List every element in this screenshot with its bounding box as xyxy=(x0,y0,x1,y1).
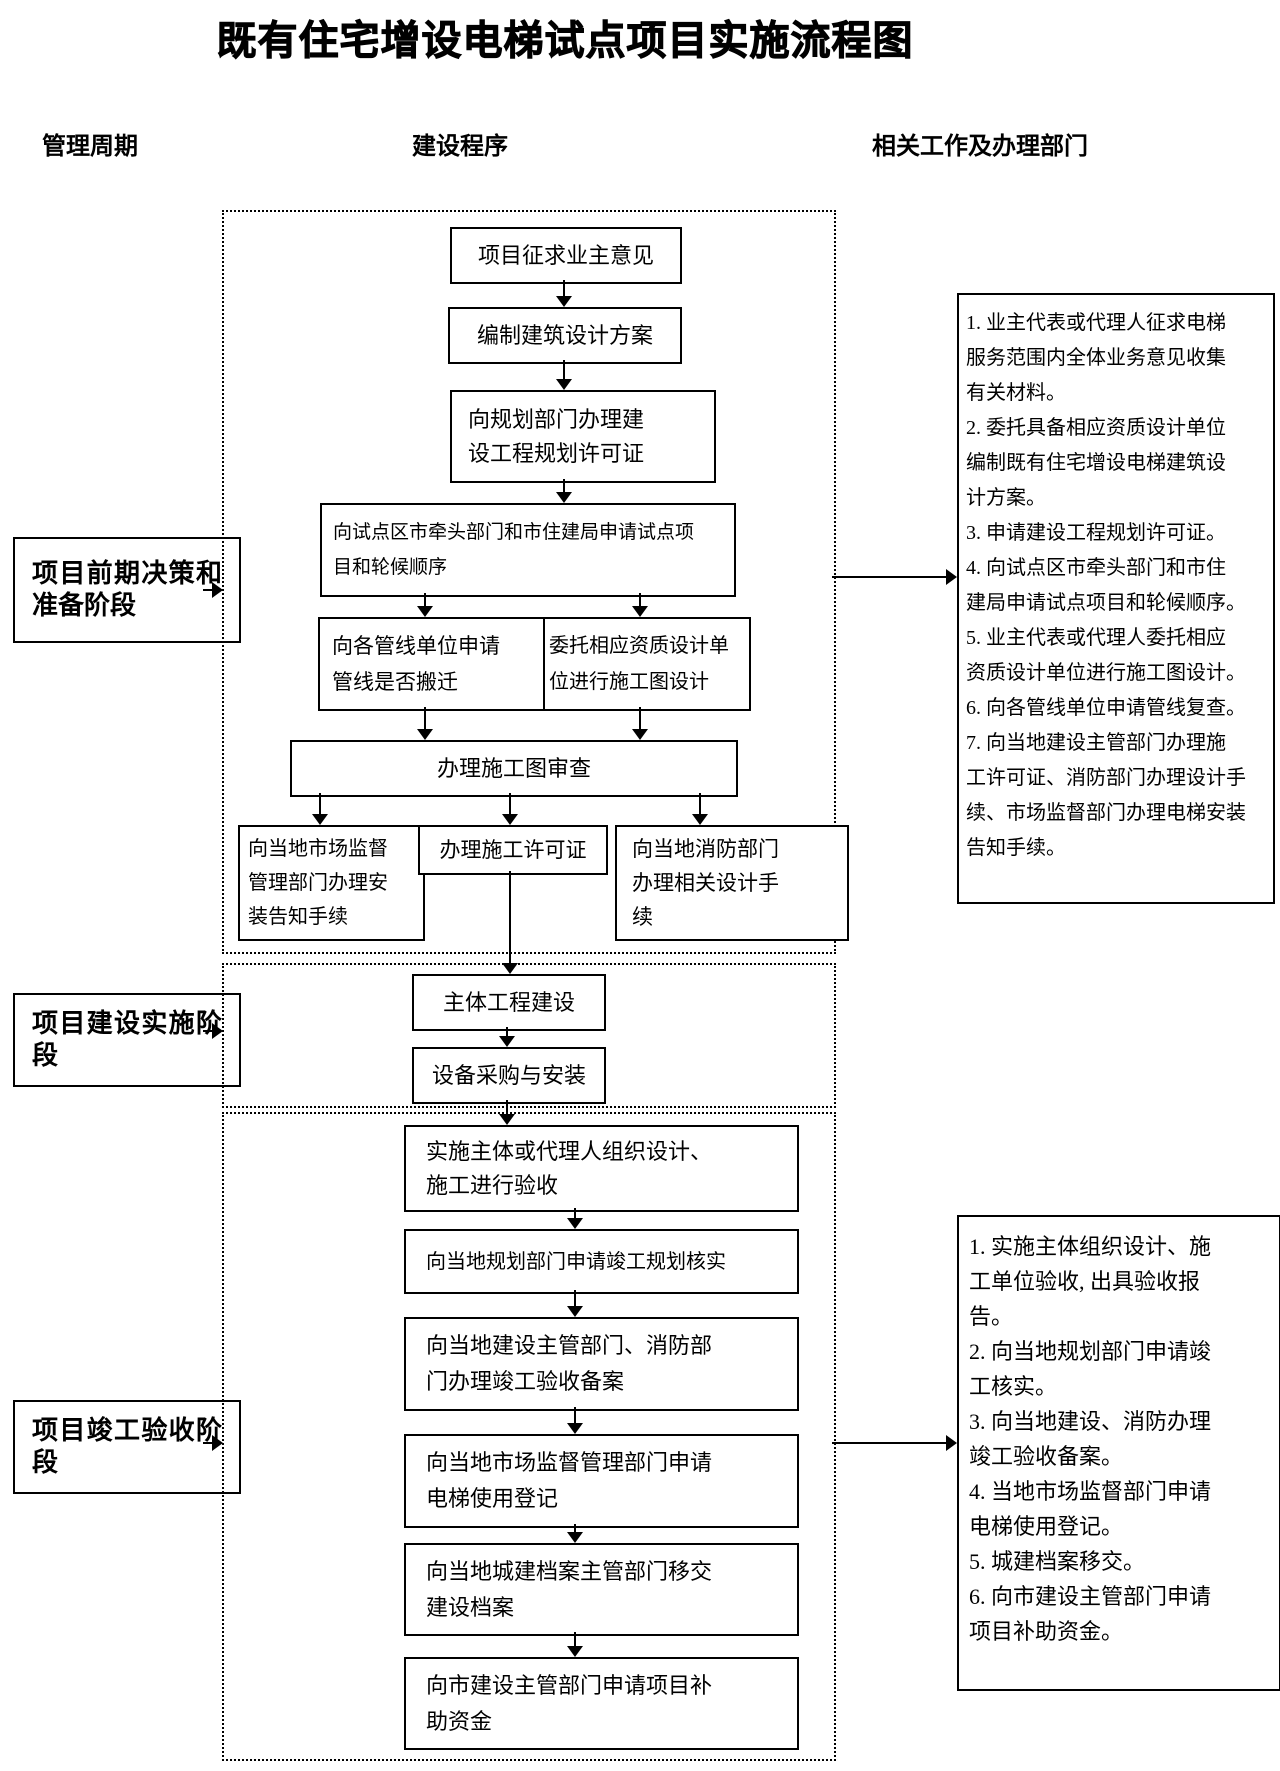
arrow-down-4 xyxy=(417,593,433,617)
arrow-down-1 xyxy=(556,280,572,307)
right-panel-item: 4. 向试点区市牵头部门和市住 建局申请试点项目和轮候顺序。 xyxy=(966,557,1246,614)
column-header-construction-procedure: 建设程序 xyxy=(412,134,508,160)
arrow-down-3 xyxy=(556,479,572,503)
arrow-down-6 xyxy=(417,707,433,740)
right-panel-item: 2. 向当地规划部门申请竣 工核实。 xyxy=(969,1339,1212,1399)
arrow-right-stage2 xyxy=(203,1023,223,1039)
right-panel-item: 4. 当地市场监督部门申请 电梯使用登记。 xyxy=(969,1479,1212,1539)
flow-box-planning-permit: 向规划部门办理建 设工程规划许可证 xyxy=(450,390,716,483)
arrow-down-5 xyxy=(632,593,648,617)
flow-box-pipeline-apply: 向各管线单位申请 管线是否搬迁 xyxy=(318,617,564,711)
flow-box-completion-record: 向当地建设主管部门、消防部 门办理竣工验收备案 xyxy=(404,1317,799,1411)
arrow-down-7 xyxy=(632,707,648,740)
flow-box-construction-permit: 办理施工许可证 xyxy=(418,825,608,875)
arrow-down-13 xyxy=(499,1100,515,1125)
arrow-right-to-panel2 xyxy=(832,1435,957,1451)
right-panel-item: 1. 实施主体组织设计、施 工单位验收, 出具验收报 告。 xyxy=(969,1234,1212,1329)
flow-box-market-notice: 向当地市场监督 管理部门办理安 装告知手续 xyxy=(238,825,425,941)
flow-box-equipment-install: 设备采购与安装 xyxy=(412,1047,606,1104)
flow-box-seek-opinion: 项目征求业主意见 xyxy=(450,227,682,284)
flow-box-archive-transfer: 向当地城建档案主管部门移交 建设档案 xyxy=(404,1543,799,1636)
arrow-down-16 xyxy=(567,1407,583,1434)
flow-box-fire-design: 向当地消防部门 办理相关设计手 续 xyxy=(615,825,849,941)
page-title: 既有住宅增设电梯试点项目实施流程图 xyxy=(216,18,914,64)
right-panel-acceptance-notes: 1. 实施主体组织设计、施 工单位验收, 出具验收报 告。 2. 向当地规划部门… xyxy=(957,1215,1280,1691)
stage-box-implementation: 项目建设实施阶段 xyxy=(13,993,241,1087)
right-panel-item: 7. 向当地建设主管部门办理施 工许可证、消防部门办理设计手 续、市场监督部门办… xyxy=(966,732,1246,859)
right-panel-item: 6. 向市建设主管部门申请 项目补助资金。 xyxy=(969,1584,1212,1644)
flow-box-entrust-design: 委托相应资质设计单 位进行施工图设计 xyxy=(543,617,751,711)
right-panel-item: 2. 委托具备相应资质设计单位 编制既有住宅增设电梯建筑设 计方案。 xyxy=(966,417,1226,509)
flow-box-elevator-register: 向当地市场监督管理部门申请 电梯使用登记 xyxy=(404,1434,799,1528)
arrow-down-15 xyxy=(567,1290,583,1317)
arrow-down-9 xyxy=(502,793,518,825)
flow-box-drawing-review: 办理施工图审查 xyxy=(290,740,738,797)
flow-box-pilot-apply: 向试点区市牵头部门和市住建局申请试点项 目和轮候顺序 xyxy=(320,503,736,597)
arrow-right-stage1 xyxy=(203,582,223,598)
arrow-right-stage3 xyxy=(203,1435,223,1451)
arrow-down-18 xyxy=(567,1632,583,1657)
phase1-dotted-container xyxy=(222,210,836,954)
right-panel-item: 3. 申请建设工程规划许可证。 xyxy=(966,522,1226,544)
arrow-down-10 xyxy=(692,793,708,825)
column-header-management-cycle: 管理周期 xyxy=(42,134,138,160)
arrow-down-8 xyxy=(312,793,328,825)
arrow-down-14 xyxy=(567,1208,583,1229)
phase3-dotted-container xyxy=(222,1112,836,1761)
right-panel-item: 6. 向各管线单位申请管线复查。 xyxy=(966,697,1246,719)
flow-box-design-scheme: 编制建筑设计方案 xyxy=(448,307,682,364)
right-panel-item: 1. 业主代表或代理人征求电梯 服务范围内全体业务意见收集 有关材料。 xyxy=(966,312,1226,404)
arrow-right-to-panel1 xyxy=(832,569,957,585)
right-panel-item: 5. 城建档案移交。 xyxy=(969,1549,1146,1574)
flow-box-subsidy-apply: 向市建设主管部门申请项目补 助资金 xyxy=(404,1657,799,1750)
arrow-down-11 xyxy=(502,871,518,974)
right-panel-item: 5. 业主代表或代理人委托相应 资质设计单位进行施工图设计。 xyxy=(966,627,1246,684)
arrow-down-17 xyxy=(567,1524,583,1543)
flow-box-main-construction: 主体工程建设 xyxy=(412,974,606,1031)
arrow-down-12 xyxy=(499,1027,515,1047)
arrow-down-2 xyxy=(556,360,572,390)
phase2-dotted-container xyxy=(222,963,836,1108)
flow-box-planning-verify: 向当地规划部门申请竣工规划核实 xyxy=(404,1229,799,1294)
right-panel-item: 3. 向当地建设、消防办理 竣工验收备案。 xyxy=(969,1409,1212,1469)
stage-box-acceptance: 项目竣工验收阶段 xyxy=(13,1400,241,1494)
right-panel-preparation-notes: 1. 业主代表或代理人征求电梯 服务范围内全体业务意见收集 有关材料。 2. 委… xyxy=(957,293,1275,904)
flow-box-org-acceptance: 实施主体或代理人组织设计、 施工进行验收 xyxy=(404,1125,799,1212)
column-header-related-work: 相关工作及办理部门 xyxy=(872,134,1088,160)
stage-box-preparation: 项目前期决策和准备阶段 xyxy=(13,537,241,643)
